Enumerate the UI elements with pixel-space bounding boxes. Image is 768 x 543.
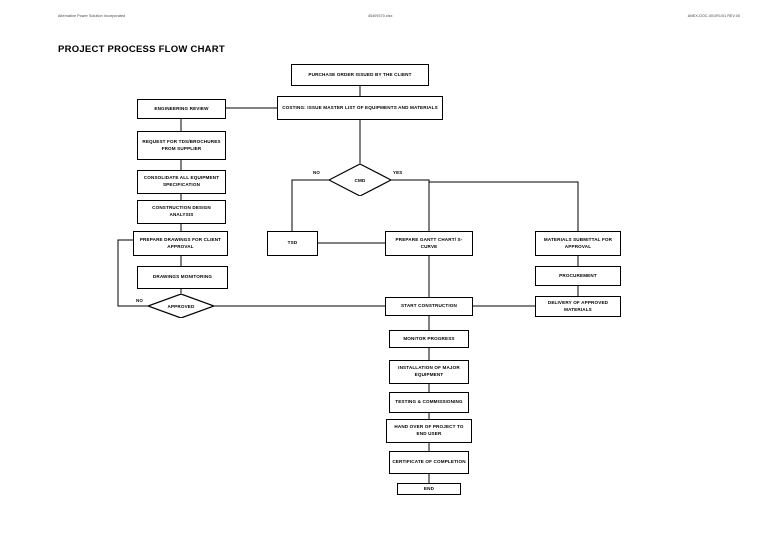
node-label: CERTIFICATE OF COMPLETION: [392, 459, 466, 465]
edge-label-approved-no: NO: [136, 298, 143, 303]
node-label: ENGINEERING REVIEW: [154, 105, 209, 111]
node-label: TESTING & COMMISSIONING: [395, 399, 463, 405]
node-label: TSD: [287, 240, 298, 246]
node-procurement[interactable]: PROCUREMENT: [535, 266, 621, 286]
header-left-text: Alternative Power Solution Incorporated: [58, 14, 126, 18]
node-label: START CONSTRUCTION: [401, 303, 457, 309]
node-label: CONSOLIDATE ALL EQUIPMENT SPECIFICATION: [143, 175, 220, 187]
page-title: PROJECT PROCESS FLOW CHART: [58, 44, 225, 55]
node-start-construction[interactable]: START CONSTRUCTION: [385, 297, 473, 316]
node-tsd[interactable]: TSD: [267, 231, 318, 256]
node-label: PROCUREMENT: [559, 272, 597, 278]
node-cmd-decision[interactable]: CMD: [329, 164, 391, 196]
node-purchase-order[interactable]: PURCHASE ORDER ISSUED BY THE CLIENT: [291, 64, 429, 86]
node-label: CONSTRUCTION DESIGN ANALYSIS: [152, 205, 211, 217]
node-prepare-drawings[interactable]: PREPARE DRAWINGS FOR CLIENT APPROVAL: [133, 231, 228, 256]
header-center-text: 45409370.xlsx: [368, 14, 393, 18]
node-label: DRAWINGS MONITORING: [152, 274, 213, 280]
node-label: END: [423, 485, 435, 491]
node-label: PREPARE DRAWINGS FOR CLIENT APPROVAL: [139, 236, 222, 249]
node-costing[interactable]: COSTING: ISSUE MASTER LIST OF EQUIPMENTS…: [277, 96, 443, 120]
node-label: PREPARE GANTT CHART/ S-CURVE: [395, 236, 463, 249]
node-label: MONITOR PROGRESS: [403, 335, 455, 341]
node-approved-decision[interactable]: APPROVED: [148, 294, 214, 318]
node-label: MATERIALS SUBMITTAL FOR APPROVAL: [543, 236, 613, 249]
diamond-shape: [148, 294, 214, 318]
node-label: DELIVERY OF APPROVED MATERIALS: [547, 299, 609, 312]
node-testing-commissioning[interactable]: TESTING & COMMISSIONING: [389, 392, 469, 413]
edge-label-cmd-no: NO: [313, 170, 320, 175]
node-end[interactable]: END: [397, 483, 461, 495]
header-right-text: ANEX-DOC-001/R1/01 REV.00: [687, 14, 740, 18]
node-materials-submittal[interactable]: MATERIALS SUBMITTAL FOR APPROVAL: [535, 231, 621, 256]
node-label: COSTING: ISSUE MASTER LIST OF EQUIPMENTS…: [282, 104, 438, 110]
node-hand-over-project[interactable]: HAND OVER OF PROJECT TO END USER: [386, 419, 472, 443]
diamond-shape: [329, 164, 391, 196]
node-construction-design-analysis[interactable]: CONSTRUCTION DESIGN ANALYSIS: [137, 200, 226, 224]
node-engineering-review[interactable]: ENGINEERING REVIEW: [137, 99, 226, 119]
node-installation-major-equipment[interactable]: INSTALLATION OF MAJOR EQUIPMENT: [389, 360, 469, 384]
node-label: APPROVED: [167, 303, 195, 309]
node-certificate-completion[interactable]: CERTIFICATE OF COMPLETION: [389, 451, 469, 474]
node-label: PURCHASE ORDER ISSUED BY THE CLIENT: [308, 71, 412, 77]
node-label: CMD: [354, 177, 366, 183]
edge-label-cmd-yes: YES: [393, 170, 403, 175]
node-request-tds[interactable]: REQUEST FOR TDS/BROCHURES FROM SUPPLIER: [137, 131, 226, 160]
node-prepare-gantt-chart[interactable]: PREPARE GANTT CHART/ S-CURVE: [385, 231, 473, 256]
node-label: HAND OVER OF PROJECT TO END USER: [394, 424, 464, 436]
node-drawings-monitoring[interactable]: DRAWINGS MONITORING: [137, 266, 228, 289]
node-consolidate-spec[interactable]: CONSOLIDATE ALL EQUIPMENT SPECIFICATION: [137, 170, 226, 194]
node-monitor-progress[interactable]: MONITOR PROGRESS: [389, 330, 469, 348]
node-delivery-approved-materials[interactable]: DELIVERY OF APPROVED MATERIALS: [535, 296, 621, 317]
node-label: INSTALLATION OF MAJOR EQUIPMENT: [398, 365, 460, 377]
document-header: Alternative Power Solution Incorporated …: [0, 14, 768, 24]
node-label: REQUEST FOR TDS/BROCHURES FROM SUPPLIER: [142, 138, 221, 151]
